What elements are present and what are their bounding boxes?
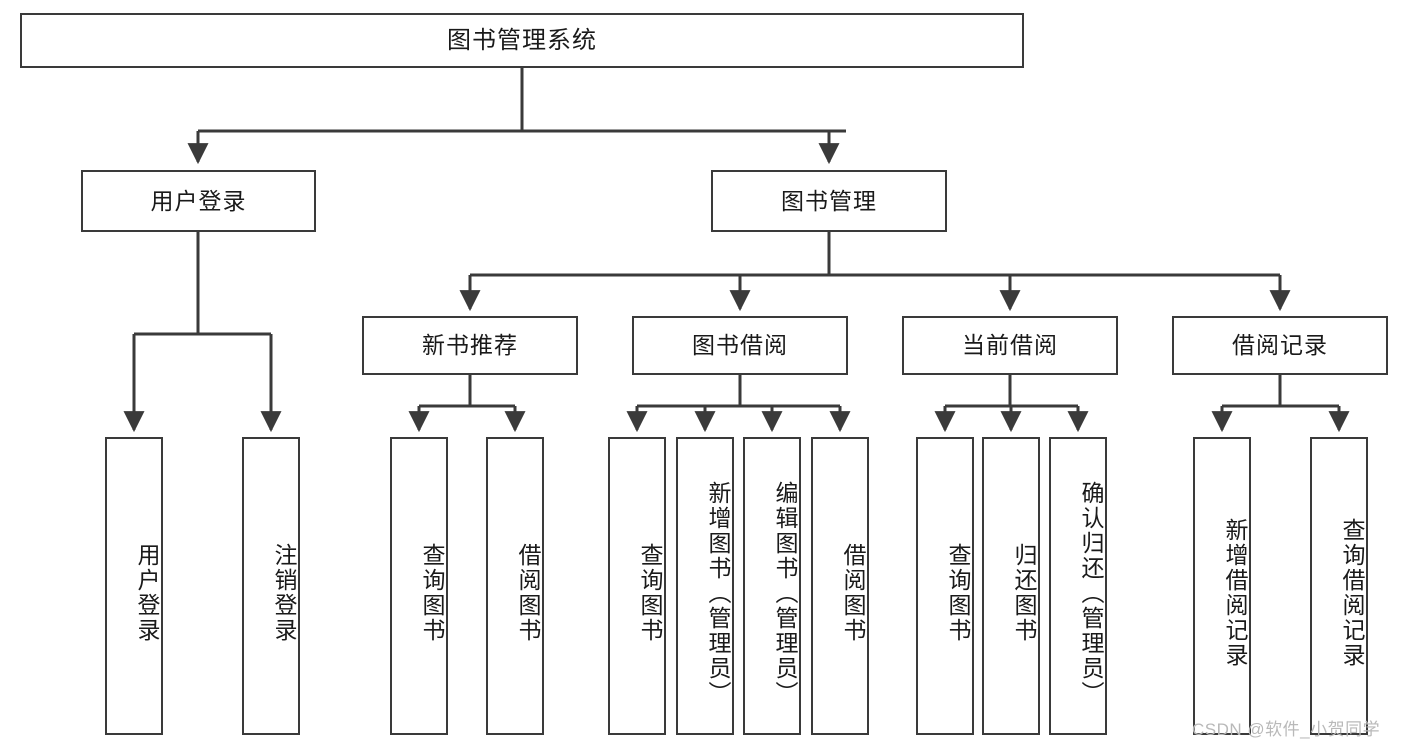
leaf-query-borrow-record[interactable]: 查询借阅记录 [1310, 437, 1368, 735]
leaf-user-logout[interactable]: 注销登录 [242, 437, 300, 735]
leaf-query-book-current[interactable]: 查询图书 [916, 437, 974, 735]
node-current-borrow[interactable]: 当前借阅 [902, 316, 1118, 375]
leaf-borrow-book[interactable]: 借阅图书 [811, 437, 869, 735]
node-book-management[interactable]: 图书管理 [711, 170, 947, 232]
leaf-add-book-admin[interactable]: 新增图书（管理员） [676, 437, 734, 735]
leaf-user-login[interactable]: 用户登录 [105, 437, 163, 735]
node-root-system[interactable]: 图书管理系统 [20, 13, 1024, 68]
node-new-book-recommend[interactable]: 新书推荐 [362, 316, 578, 375]
csdn-watermark: CSDN @软件_小贺同学 [1192, 720, 1381, 739]
leaf-add-borrow-record[interactable]: 新增借阅记录 [1193, 437, 1251, 735]
leaf-query-book-borrow[interactable]: 查询图书 [608, 437, 666, 735]
node-user-login[interactable]: 用户登录 [81, 170, 316, 232]
leaf-edit-book-admin[interactable]: 编辑图书（管理员） [743, 437, 801, 735]
node-borrow-records[interactable]: 借阅记录 [1172, 316, 1388, 375]
leaf-query-book-recommend[interactable]: 查询图书 [390, 437, 448, 735]
leaf-confirm-return-admin[interactable]: 确认归还（管理员） [1049, 437, 1107, 735]
leaf-borrow-book-recommend[interactable]: 借阅图书 [486, 437, 544, 735]
leaf-return-book[interactable]: 归还图书 [982, 437, 1040, 735]
node-book-borrow[interactable]: 图书借阅 [632, 316, 848, 375]
